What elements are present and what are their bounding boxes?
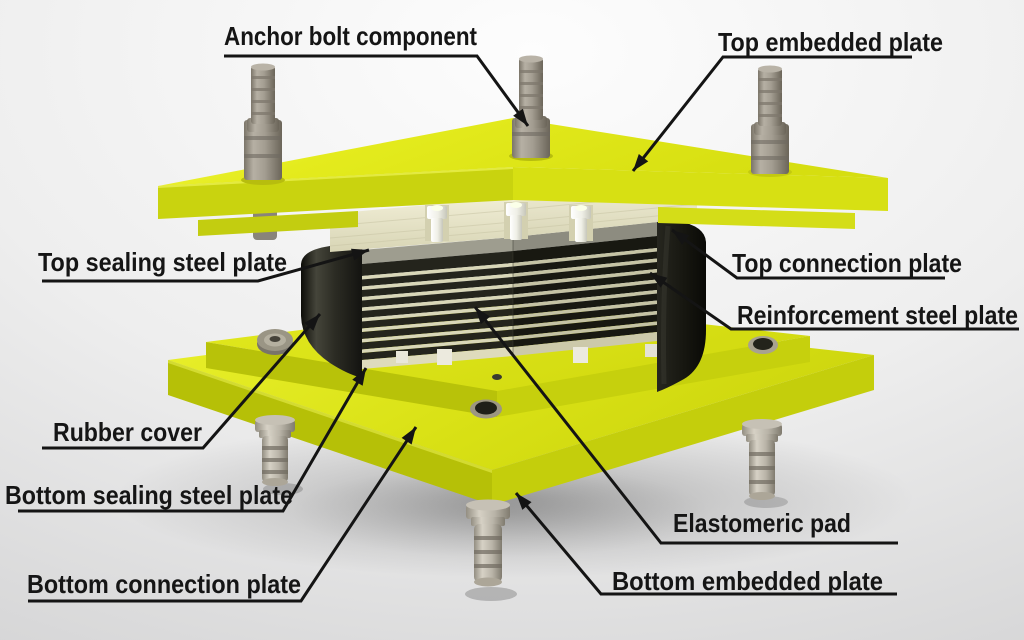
layer-stripe-right <box>513 332 657 356</box>
anchor-bolt-middle <box>509 55 553 161</box>
anchor-bolts <box>241 55 792 185</box>
layer-stripe-left <box>362 298 513 318</box>
label-anchor-bolt-component: Anchor bolt component <box>224 21 477 51</box>
leader-rubber-cover-arrowhead <box>304 314 320 331</box>
layer-stripe-left <box>362 315 513 332</box>
leader-elastomeric-pad <box>473 306 898 545</box>
layer-stripe-left <box>362 266 513 287</box>
leader-bottom-sealing-steel-plate <box>18 367 368 513</box>
layer-stripe-right <box>513 262 657 284</box>
leader-top-connection-plate <box>671 228 945 280</box>
layer-stripe-right <box>513 314 657 337</box>
layer-stripe-left <box>362 277 513 297</box>
bottom-plate-fasteners <box>257 329 778 419</box>
layer-stripe-left <box>362 326 513 343</box>
layer-stripe-right <box>513 258 657 277</box>
label-top-sealing-steel-plate: Top sealing steel plate <box>38 247 287 277</box>
layer-stripe-right <box>513 251 657 274</box>
anchor-bolt-right <box>748 65 792 177</box>
connection-bolts <box>425 202 593 242</box>
leader-top-sealing-steel-plate-arrowhead <box>351 248 369 261</box>
layer-stripe-right <box>513 272 657 295</box>
layer-stripe-left <box>362 284 513 301</box>
label-elastomeric-pad: Elastomeric pad <box>673 508 851 538</box>
layer-stripe-left <box>362 329 513 350</box>
layer-stripe-left <box>362 273 513 290</box>
leader-top-embedded-plate <box>631 55 912 172</box>
layer-stripe-left <box>362 308 513 329</box>
layer-stripe-left <box>362 263 513 280</box>
base-spacer-tabs <box>396 344 657 365</box>
label-bottom-sealing-steel-plate: Bottom sealing steel plate <box>5 480 293 510</box>
leader-reinforcement-steel-plate <box>649 271 1019 331</box>
label-reinforcement-steel-plate: Reinforcement steel plate <box>737 300 1018 330</box>
leader-bottom-embedded-plate-arrowhead <box>516 493 532 510</box>
label-top-embedded-plate: Top embedded plate <box>718 27 943 57</box>
label-bottom-connection-plate: Bottom connection plate <box>27 569 301 599</box>
annotation-leaders <box>18 54 1019 603</box>
rubber-cover-3d <box>301 220 706 392</box>
layer-stripe-right <box>513 279 657 298</box>
leader-bottom-embedded-plate <box>514 492 897 596</box>
label-bottom-embedded-plate: Bottom embedded plate <box>612 566 883 596</box>
layer-stripe-left <box>362 237 513 264</box>
layer-stripe-right <box>513 269 657 288</box>
leader-reinforcement-steel-plate-arrowhead <box>650 273 668 288</box>
layer-stripe-right <box>513 248 657 267</box>
leader-anchor-bolt-component <box>224 54 530 127</box>
layer-stripe-left <box>362 336 513 353</box>
layer-stripe-right <box>513 321 657 340</box>
layer-stripe-left <box>362 319 513 339</box>
layer-stripe-right <box>513 311 657 330</box>
layer-stripe-left <box>362 287 513 308</box>
laminated-layers <box>362 222 657 369</box>
layer-stripe-right <box>513 283 657 305</box>
leader-top-embedded-plate-arrowhead <box>633 153 649 171</box>
leader-bottom-sealing-steel-plate-arrowhead <box>352 368 366 386</box>
anchor-bolt-left <box>241 63 285 185</box>
layer-stripe-right <box>513 293 657 316</box>
label-rubber-cover: Rubber cover <box>53 417 202 447</box>
leader-top-sealing-steel-plate <box>42 248 370 283</box>
label-top-connection-plate: Top connection plate <box>732 248 962 278</box>
bottom-anchor-bolts <box>255 415 782 587</box>
leader-bottom-connection-plate-arrowhead <box>401 427 416 445</box>
leader-anchor-bolt-component-arrowhead <box>513 108 528 126</box>
layer-stripe-right <box>513 325 657 347</box>
layer-stripe-right <box>513 236 657 263</box>
layer-stripe-left <box>362 251 513 276</box>
leader-elastomeric-pad-arrowhead <box>475 307 491 325</box>
annotation-labels: Anchor bolt component Top embedded plate… <box>5 21 1018 599</box>
layer-stripe-right <box>513 300 657 319</box>
layer-stripe-left <box>362 294 513 311</box>
leader-rubber-cover <box>42 313 322 450</box>
layer-stripe-right <box>513 290 657 309</box>
leader-bottom-connection-plate <box>28 426 418 603</box>
leader-top-connection-plate-arrowhead <box>672 230 690 245</box>
layer-stripe-right <box>513 304 657 326</box>
